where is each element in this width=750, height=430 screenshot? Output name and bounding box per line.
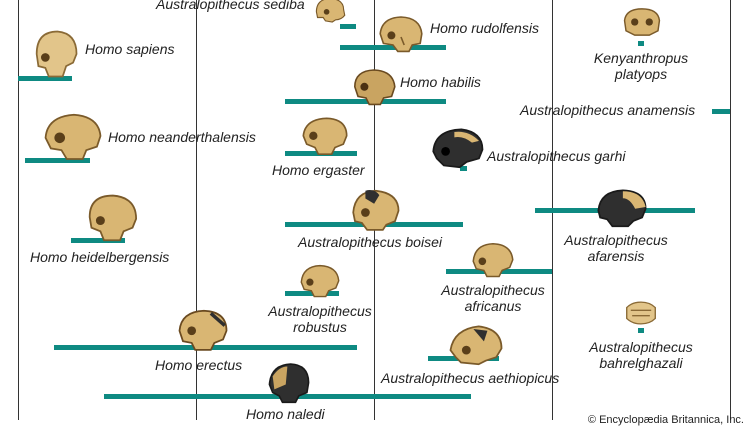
label-afarensis-line1: Australopithecus xyxy=(564,232,668,248)
label-rudolfensis: Homo rudolfensis xyxy=(430,20,539,36)
range-bar-anamensis xyxy=(712,109,730,114)
label-afarensis: Australopithecus afarensis xyxy=(546,232,686,264)
label-neanderthalensis: Homo neanderthalensis xyxy=(108,129,256,145)
label-afarensis-line2: afarensis xyxy=(587,248,645,264)
label-africanus-line2: africanus xyxy=(464,298,522,314)
skull-sapiens-icon xyxy=(35,30,78,78)
range-bar-heidelbergensis xyxy=(71,238,125,243)
skull-rudolfensis-icon xyxy=(379,16,423,53)
skull-heidelbergensis-icon xyxy=(88,194,138,242)
copyright-credit: © Encyclopædia Britannica, Inc. xyxy=(587,414,744,426)
label-robustus-line2: robustus xyxy=(293,319,347,335)
skull-boisei-icon xyxy=(352,189,400,231)
label-naledi: Homo naledi xyxy=(246,406,325,422)
label-sediba: Australopithecus sediba xyxy=(156,0,305,12)
label-africanus: Australopithecus africanus xyxy=(423,282,563,314)
skull-bahrelghazali-icon xyxy=(626,301,656,325)
range-bar-neanderthalensis xyxy=(25,158,90,163)
label-robustus: Australopithecus robustus xyxy=(250,303,390,335)
label-bahrelghazali: Australopithecus bahrelghazali xyxy=(571,339,711,371)
label-kenyanthropus-line1: Kenyanthropus xyxy=(593,50,689,66)
time-gridline xyxy=(196,0,197,420)
skull-garhi-icon xyxy=(432,128,484,169)
range-bar-bahrelghazali xyxy=(638,328,644,333)
label-anamensis: Australopithecus anamensis xyxy=(520,102,696,118)
skull-aethiopicus-icon xyxy=(449,325,503,366)
label-erectus: Homo erectus xyxy=(155,357,243,373)
range-bar-sapiens xyxy=(18,76,72,81)
skull-sediba-icon xyxy=(315,0,346,23)
range-bar-habilis xyxy=(285,99,446,104)
skull-ergaster-icon xyxy=(302,117,348,155)
skull-habilis-icon xyxy=(353,69,396,106)
time-gridline xyxy=(18,0,19,420)
skull-erectus-icon xyxy=(178,309,228,351)
label-sapiens: Homo sapiens xyxy=(85,41,175,57)
label-aethiopicus: Australopithecus aethiopicus xyxy=(381,370,560,386)
range-bar-sediba xyxy=(340,24,356,29)
skull-robustus-icon xyxy=(300,264,340,298)
label-garhi: Australopithecus garhi xyxy=(487,148,626,164)
label-bahrelghazali-line1: Australopithecus xyxy=(589,339,693,355)
label-kenyanthropus-line2: platyops xyxy=(614,66,668,82)
skull-afarensis-icon xyxy=(597,189,647,228)
range-bar-garhi xyxy=(460,166,467,171)
label-habilis: Homo habilis xyxy=(400,74,481,90)
label-robustus-line1: Australopithecus xyxy=(268,303,372,319)
skull-neanderthalensis-icon xyxy=(44,113,102,160)
label-kenyanthropus: Kenyanthropus platyops xyxy=(571,50,711,82)
range-bar-kenyanthropus xyxy=(638,41,644,46)
label-boisei: Australopithecus boisei xyxy=(298,234,442,250)
label-heidelbergensis: Homo heidelbergensis xyxy=(30,249,170,265)
range-bar-rudolfensis xyxy=(340,45,446,50)
label-bahrelghazali-line2: bahrelghazali xyxy=(599,355,683,371)
label-africanus-line1: Australopithecus xyxy=(441,282,545,298)
skull-naledi-icon xyxy=(268,363,310,404)
skull-kenyanthropus-icon xyxy=(623,8,661,36)
skull-africanus-icon xyxy=(472,243,514,278)
time-gridline xyxy=(730,0,731,420)
label-ergaster: Homo ergaster xyxy=(272,162,365,178)
